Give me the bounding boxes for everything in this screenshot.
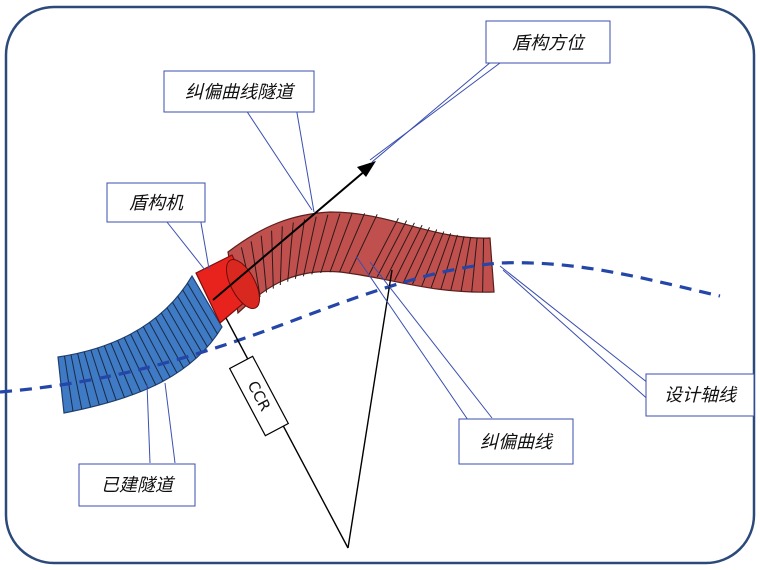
tunnel-ring-line xyxy=(430,233,452,288)
diagram-frame xyxy=(4,5,756,565)
tunnel-ring-line xyxy=(460,237,472,292)
shield-front-face xyxy=(225,259,261,309)
tunnel-ring-line xyxy=(123,337,149,389)
label-shield-heading-text: 盾构方位 xyxy=(512,33,586,54)
tunnel-ring-line xyxy=(471,237,478,292)
tunnel-ring-line xyxy=(90,349,109,403)
label-ccr: CCR xyxy=(228,355,290,437)
tunnel-ring-line xyxy=(187,282,218,335)
label-shield-heading: 盾构方位 xyxy=(485,20,611,64)
tunnel-ring-line xyxy=(142,326,171,378)
built-tunnel xyxy=(57,274,223,414)
tunnel-ring-line xyxy=(279,226,283,286)
label-correction-curve: 纠偏曲线 xyxy=(458,418,574,465)
tunnel-ring-line xyxy=(450,236,465,291)
tunnel-ring-line xyxy=(403,227,430,283)
tunnel-ring-line xyxy=(160,312,191,364)
tunnel-ring-line xyxy=(376,220,408,278)
tunnel-ring-line xyxy=(385,222,415,279)
tunnel-ring-line xyxy=(260,235,267,293)
tunnel-ring-line xyxy=(117,340,141,393)
label-built-tunnel: 已建隧道 xyxy=(78,463,196,507)
tunnel-ring-line xyxy=(440,234,458,290)
built-tunnel-rings xyxy=(64,282,218,412)
tunnel-ring-line xyxy=(149,322,178,374)
label-correction-tunnel: 纠偏曲线隧道 xyxy=(163,70,315,113)
tunnel-ring-line xyxy=(271,230,274,289)
tunnel-ring-line xyxy=(83,351,100,406)
tunnel-ring-line xyxy=(110,343,134,395)
label-correction-curve-text: 纠偏曲线 xyxy=(480,432,554,453)
tunnel-ring-line xyxy=(339,213,366,273)
label-shield-machine-text: 盾构机 xyxy=(129,193,184,214)
tunnel-ring-line xyxy=(130,333,157,386)
shield-heading-arrow xyxy=(212,169,367,301)
tunnel-ring-line xyxy=(250,241,261,297)
tunnel-ring-line xyxy=(166,307,197,359)
tunnel-ring-line xyxy=(349,214,378,273)
tunnel-ring-line xyxy=(329,212,353,273)
tunnel-ring-line xyxy=(302,216,317,277)
arrow-icon xyxy=(357,161,376,177)
tunnel-ring-line xyxy=(294,219,306,279)
label-correction-tunnel-text: 纠偏曲线隧道 xyxy=(185,82,296,103)
tunnel-ring-line xyxy=(320,213,341,274)
label-design-axis-text: 设计轴线 xyxy=(664,385,738,406)
tunnel-ring-line xyxy=(136,330,164,382)
label-design-axis: 设计轴线 xyxy=(645,373,755,417)
tunnel-ring-line xyxy=(172,301,203,354)
tunnel-ring-line xyxy=(412,229,438,285)
ccr-radius-line-right xyxy=(347,269,393,549)
tunnel-ring-line xyxy=(394,224,423,281)
tunnel-ring-line xyxy=(70,354,83,410)
tunnel-ring-line xyxy=(182,289,214,341)
label-shield-machine: 盾构机 xyxy=(106,182,206,223)
label-built-tunnel-text: 已建隧道 xyxy=(101,475,176,496)
correction-tunnel-rings xyxy=(240,212,485,302)
tunnel-ring-line xyxy=(311,214,329,275)
design-axis-line xyxy=(0,261,721,394)
tunnel-ring-line xyxy=(177,295,208,348)
ccr-radius-line-left xyxy=(225,317,349,549)
tunnel-ring-line xyxy=(97,347,117,401)
tunnel-ring-line xyxy=(103,345,125,398)
